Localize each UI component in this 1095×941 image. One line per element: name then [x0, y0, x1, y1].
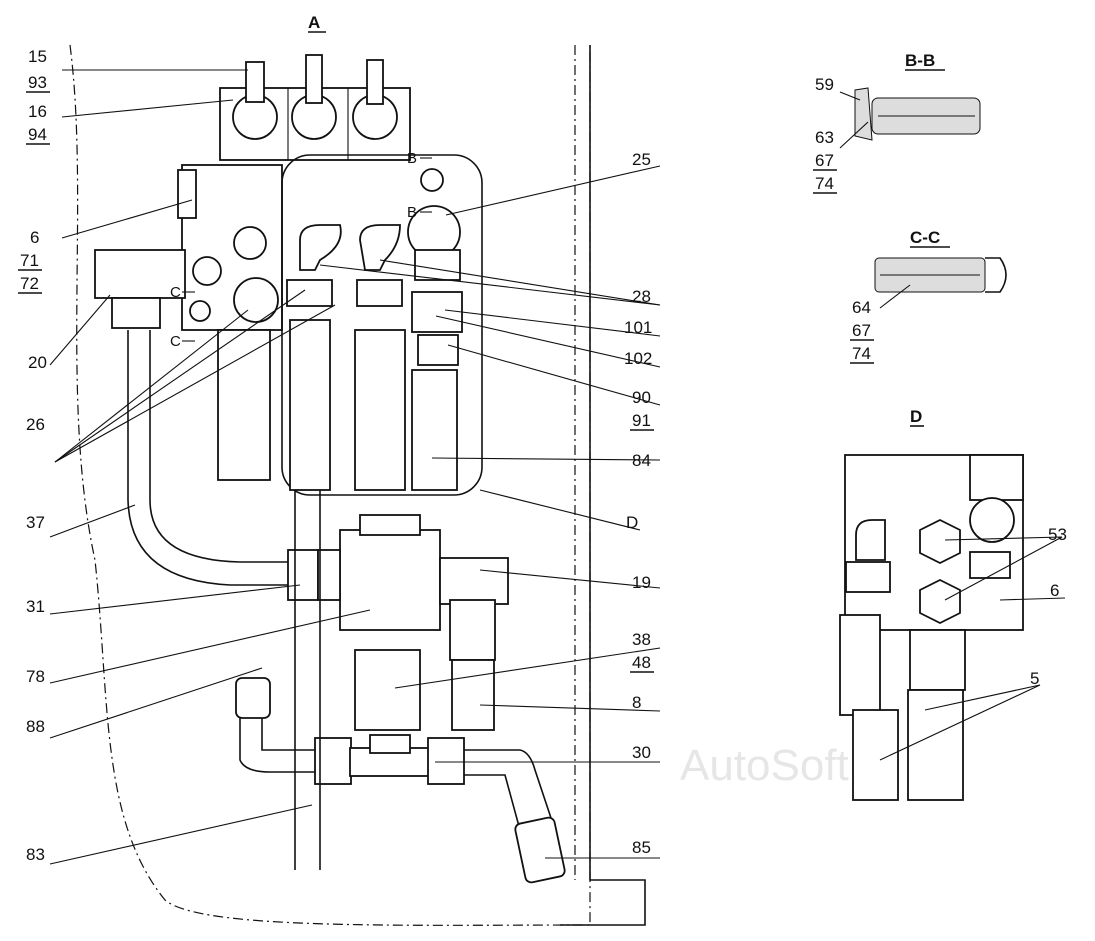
- callout-5: 5: [1030, 669, 1039, 688]
- callout-67-c: 67: [852, 321, 871, 340]
- callout-74-c: 74: [852, 344, 871, 363]
- callout-28: 28: [632, 287, 651, 306]
- callout-78: 78: [26, 667, 45, 686]
- leaders-left: [49, 69, 371, 865]
- callout-85: 85: [632, 838, 651, 857]
- hose-85-inner: [464, 774, 521, 831]
- solenoid: [217, 329, 271, 481]
- callout-8: 8: [632, 693, 641, 712]
- cut-mark-c-bottom: C: [170, 333, 181, 350]
- view-a-label: A: [308, 13, 320, 32]
- callout-84: 84: [632, 451, 651, 470]
- callout-59: 59: [815, 75, 834, 94]
- callout-91: 91: [632, 411, 651, 430]
- valve-body: [177, 164, 283, 331]
- hose-fittings: [286, 168, 463, 491]
- callout-71: 71: [20, 251, 39, 270]
- cut-mark-c-top: C: [170, 284, 181, 301]
- callout-d-ref: D: [626, 513, 638, 532]
- callout-83: 83: [26, 845, 45, 864]
- detail-d-region: [281, 154, 483, 496]
- callout-53: 53: [1048, 525, 1067, 544]
- callout-20: 20: [28, 353, 47, 372]
- callout-90: 90: [632, 388, 651, 407]
- callout-63: 63: [815, 128, 834, 147]
- callout-31: 31: [26, 597, 45, 616]
- callout-19: 19: [632, 573, 651, 592]
- callout-15: 15: [28, 47, 47, 66]
- section-b-b-label: B-B: [905, 51, 935, 70]
- callout-64: 64: [852, 298, 871, 317]
- cut-mark-b-top: B: [407, 150, 417, 167]
- callout-25: 25: [632, 150, 651, 169]
- central-valve: [287, 514, 509, 731]
- leaders-right: [319, 165, 661, 859]
- hose-85: [464, 749, 556, 831]
- frame-boundary: [69, 44, 591, 926]
- section-c-c-drawing: [874, 257, 1007, 309]
- callout-6: 6: [30, 228, 39, 247]
- hose-88: [239, 690, 315, 773]
- cut-mark-b-bottom: B: [407, 204, 417, 221]
- watermark: AutoSoft: [680, 741, 849, 790]
- hose-37-inner: [149, 330, 300, 563]
- callout-67-b: 67: [815, 151, 834, 170]
- frame-bracket: [560, 870, 646, 926]
- callout-30: 30: [632, 743, 651, 762]
- detail-d-label: D: [910, 407, 922, 426]
- top-manifold: [219, 54, 411, 161]
- callout-72: 72: [20, 274, 39, 293]
- callout-93: 93: [28, 73, 47, 92]
- section-c-c-label: C-C: [910, 228, 940, 247]
- section-b-b-drawing: [839, 87, 981, 149]
- callout-102: 102: [624, 349, 652, 368]
- tee-fitting: [314, 734, 465, 785]
- callout-74-b: 74: [815, 174, 834, 193]
- callout-94: 94: [28, 125, 47, 144]
- callout-37: 37: [26, 513, 45, 532]
- callout-88: 88: [26, 717, 45, 736]
- callout-16: 16: [28, 102, 47, 121]
- callout-26: 26: [26, 415, 45, 434]
- callout-6-d: 6: [1050, 581, 1059, 600]
- callout-38: 38: [632, 630, 651, 649]
- detail-d-drawing: [839, 454, 1066, 801]
- callout-101: 101: [624, 318, 652, 337]
- callout-48: 48: [632, 653, 651, 672]
- hose-37-outer: [127, 330, 300, 586]
